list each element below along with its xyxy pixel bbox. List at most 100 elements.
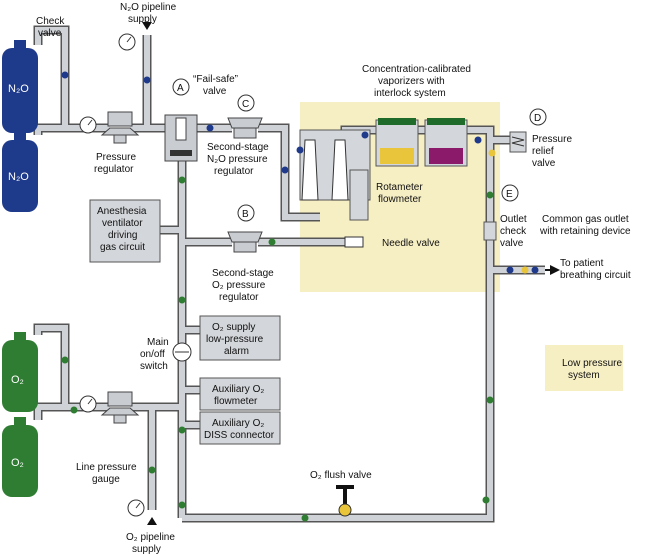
o2-cylinder-2-label: O₂ [11, 457, 24, 469]
outlet-check-valve-label: Outlet check valve [500, 214, 527, 249]
check-valve-label: Check valve [36, 16, 65, 39]
svg-text:gas circuit: gas circuit [100, 242, 145, 253]
vaporizers-label: Concentration-calibrated vaporizers with… [362, 64, 471, 99]
svg-text:switch: switch [140, 361, 168, 372]
fail-safe-valve-icon [164, 114, 198, 162]
main-switch-icon [172, 342, 192, 362]
o2-flush-valve-icon [336, 485, 354, 517]
n2o-pressure-regulator-icon [100, 111, 140, 144]
svg-text:system: system [568, 370, 600, 381]
svg-text:alarm: alarm [224, 346, 249, 357]
pressure-relief-valve-label: Pressure relief valve [532, 134, 572, 169]
n2o-cylinder-2: N₂O [2, 132, 38, 212]
svg-text:Concentration-calibrated: Concentration-calibrated [362, 64, 471, 75]
to-patient-arrow-icon [545, 265, 560, 275]
svg-text:ventilator: ventilator [102, 218, 143, 229]
svg-text:Line pressure: Line pressure [76, 462, 137, 473]
line-pressure-gauge-label: Line pressure gauge [76, 462, 137, 485]
svg-text:with retaining device: with retaining device [539, 226, 631, 237]
svg-text:Low pressure: Low pressure [562, 358, 622, 369]
vaporizer-1 [375, 118, 419, 167]
n2o-pipeline-supply-label: N₂O pipeline supply [120, 2, 177, 25]
outlet-check-valve-icon [483, 221, 497, 241]
svg-text:regulator: regulator [214, 166, 254, 177]
svg-text:on/off: on/off [140, 349, 165, 360]
svg-text:regulator: regulator [219, 292, 259, 303]
pressure-regulator-label: Pressure regulator [94, 152, 136, 175]
second-stage-o2-regulator-icon [227, 231, 263, 253]
low-pressure-legend [545, 345, 623, 391]
n2o-cylinder-gauge-icon [79, 116, 97, 134]
svg-text:valve: valve [532, 158, 556, 169]
n2o-pipeline-arrow-icon [142, 22, 152, 30]
o2-alarm-box [199, 315, 281, 361]
svg-text:“Fail-safe”: “Fail-safe” [193, 74, 238, 85]
svg-text:check: check [500, 226, 527, 237]
svg-text:To patient: To patient [560, 258, 604, 269]
second-stage-n2o-label: Second-stage N₂O pressure regulator [207, 142, 269, 177]
aux-flowmeter-label: Auxiliary O₂ flowmeter [212, 384, 264, 407]
o2-pressure-regulator-icon [100, 391, 140, 424]
low-pressure-system-label: Low pressure system [562, 358, 622, 381]
anesthesia-ventilator-label: Anesthesia ventilator driving gas circui… [97, 206, 147, 253]
svg-text:B: B [242, 209, 249, 220]
svg-text:Pressure: Pressure [96, 152, 136, 163]
svg-text:D: D [534, 113, 541, 124]
svg-text:N₂O pipeline: N₂O pipeline [120, 2, 177, 13]
svg-text:flowmeter: flowmeter [378, 194, 422, 205]
o2-cylinder-gauge-icon [79, 395, 97, 413]
common-gas-outlet-label: Common gas outlet with retaining device [539, 214, 631, 237]
aux-flowmeter-box [199, 377, 281, 411]
svg-text:valve: valve [500, 238, 524, 249]
second-stage-o2-label: Second-stage O₂ pressure regulator [212, 268, 274, 303]
svg-text:O₂ pressure: O₂ pressure [212, 280, 266, 291]
svg-text:Auxiliary O₂: Auxiliary O₂ [212, 418, 264, 429]
o2-alarm-label: O₂ supply low-pressure alarm [206, 322, 264, 357]
svg-text:Check: Check [36, 16, 65, 27]
n2o-cylinder-1-label: N₂O [8, 83, 29, 95]
svg-text:valve: valve [203, 86, 227, 97]
svg-text:Second-stage: Second-stage [212, 268, 274, 279]
svg-text:Rotameter: Rotameter [376, 182, 423, 193]
svg-text:supply: supply [132, 544, 161, 555]
svg-text:valve: valve [38, 28, 62, 39]
marker-d: D [529, 108, 547, 126]
svg-text:N₂O pressure: N₂O pressure [207, 154, 268, 165]
svg-text:Main: Main [147, 337, 169, 348]
n2o-cylinder-2-label: N₂O [8, 171, 29, 183]
svg-text:Outlet: Outlet [500, 214, 527, 225]
svg-text:O₂ supply: O₂ supply [212, 322, 255, 333]
pressure-relief-valve-icon [509, 131, 527, 153]
svg-text:breathing circuit: breathing circuit [560, 270, 631, 281]
svg-text:supply: supply [128, 14, 157, 25]
svg-text:relief: relief [532, 146, 554, 157]
svg-text:Pressure: Pressure [532, 134, 572, 145]
pipes-inner [35, 27, 545, 521]
svg-text:driving: driving [108, 230, 137, 241]
marker-e: E [501, 184, 519, 202]
svg-text:O₂ pipeline: O₂ pipeline [126, 532, 175, 543]
ventilator-box [89, 199, 161, 263]
svg-text:Second-stage: Second-stage [207, 142, 269, 153]
svg-text:Anesthesia: Anesthesia [97, 206, 147, 217]
second-stage-n2o-regulator-icon [227, 117, 263, 139]
aux-diss-box [199, 411, 281, 445]
svg-text:Common gas outlet: Common gas outlet [542, 214, 629, 225]
main-switch-label: Main on/off switch [140, 337, 169, 372]
svg-text:Auxiliary O₂: Auxiliary O₂ [212, 384, 264, 395]
o2-cylinder-1-label: O₂ [11, 374, 24, 386]
svg-text:DISS connector: DISS connector [204, 430, 275, 441]
o2-pipeline-supply-label: O₂ pipeline supply [126, 532, 175, 555]
aux-diss-label: Auxiliary O₂ DISS connector [204, 418, 275, 441]
o2-cylinder-1: O₂ [2, 332, 38, 412]
n2o-pipeline-gauge-icon [118, 33, 136, 51]
gas-dots [61, 71, 539, 522]
svg-text:flowmeter: flowmeter [214, 396, 258, 407]
marker-c: C [237, 94, 255, 112]
needle-valve-label: Needle valve [382, 238, 440, 249]
svg-text:vaporizers with: vaporizers with [378, 76, 445, 87]
n2o-cylinder-1: N₂O [2, 40, 38, 133]
svg-text:low-pressure: low-pressure [206, 334, 264, 345]
marker-b: B [237, 204, 255, 222]
svg-text:C: C [242, 99, 249, 110]
